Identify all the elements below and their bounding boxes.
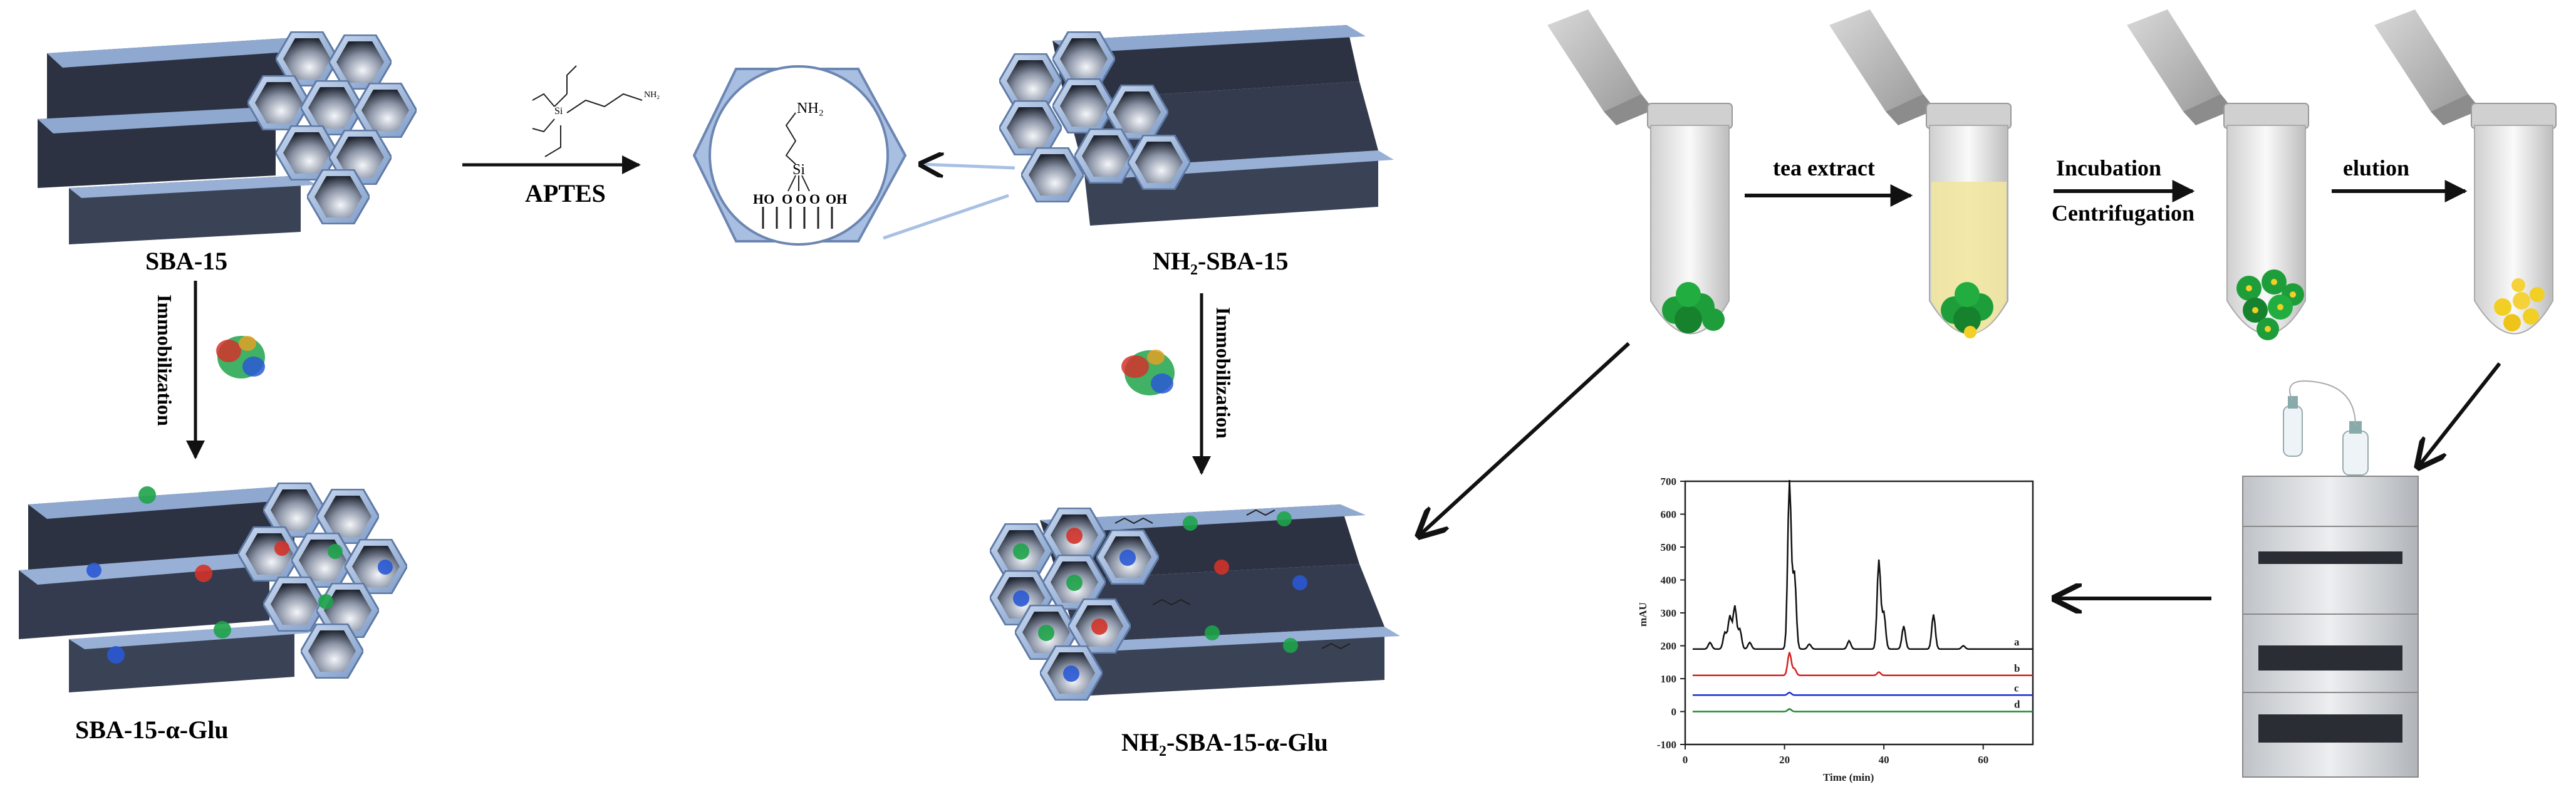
x-ticks: 0 20 40 60 (1683, 744, 1988, 766)
trace-label-d: d (2014, 699, 2020, 711)
trace-label-c: c (2014, 682, 2019, 694)
y-tick-label: 400 (1661, 575, 1677, 587)
x-tick-label: 40 (1879, 754, 1889, 766)
closeup-si: Si (792, 162, 805, 178)
label-nh2-sba15-glu: NH₂-SBA-15-α-Glu (1121, 728, 1328, 756)
chart-traces (1692, 479, 2033, 712)
chart-x-label: Time (min) (1823, 771, 1874, 783)
enzyme-icon-left (216, 336, 265, 378)
enzyme-icon-right (1121, 350, 1175, 395)
y-tick-label: 700 (1661, 476, 1677, 488)
closeup-nh2: NH₂ (797, 100, 824, 117)
y-tick-label: 600 (1661, 509, 1677, 521)
nh2-sba15-glu-block (990, 504, 1400, 701)
hplc-instrument-icon (2242, 380, 2419, 778)
trace-c (1692, 691, 2033, 696)
label-sba15: SBA-15 (145, 247, 227, 275)
y-tick-label: -100 (1657, 739, 1676, 751)
aptes-molecule (532, 65, 643, 157)
label-aptes: APTES (525, 179, 606, 207)
tube-3 (2127, 9, 2309, 340)
sba15-block (38, 31, 417, 244)
label-nh2-sba15: NH₂-SBA-15 (1153, 247, 1288, 275)
tube-1 (1547, 9, 1733, 335)
closeup-o1: O (782, 191, 792, 207)
label-incubation: Incubation (2056, 155, 2161, 180)
x-tick-label: 0 (1683, 754, 1688, 766)
pore-closeup (692, 65, 907, 246)
zoom-line-1 (921, 164, 1015, 168)
aptes-nh2: NH₂ (644, 90, 660, 100)
closeup-oh: OH (826, 191, 847, 207)
trace-d (1692, 707, 2033, 712)
arrow-to-hplc (2418, 362, 2501, 467)
closeup-o3: O (809, 191, 820, 207)
x-tick-label: 60 (1978, 754, 1988, 766)
nh2-sba15-block (999, 25, 1394, 226)
trace-labels: a bcd (2014, 636, 2020, 711)
label-tea-extract: tea extract (1773, 155, 1875, 180)
label-immobilization-right: Immobilization (1212, 307, 1235, 439)
label-centrifugation: Centrifugation (2052, 201, 2194, 226)
y-ticks: -100 0 100 200 300 400 500 600 700 (1657, 476, 1685, 751)
tube-4 (2374, 9, 2557, 335)
chart-frame (1684, 480, 2034, 746)
y-tick-label: 100 (1661, 673, 1677, 685)
zoom-line-2 (883, 194, 1009, 240)
y-tick-label: 200 (1661, 640, 1677, 652)
y-tick-label: 500 (1661, 541, 1677, 553)
sba15-glu-block (19, 483, 407, 692)
y-tick-label: 0 (1671, 706, 1677, 718)
chart-y-label: mAU (1637, 602, 1649, 627)
trace-label-b: b (2014, 662, 2020, 674)
trace-b (1692, 652, 2033, 677)
arrow-to-enzyme-block (1419, 342, 1631, 536)
label-immobilization-left: Immobilization (153, 295, 176, 426)
x-tick-label: 20 (1779, 754, 1790, 766)
tube-2 (1829, 9, 2012, 338)
label-sba15-glu: SBA-15-α-Glu (75, 716, 229, 744)
trace-a (1692, 479, 2033, 650)
label-elution: elution (2343, 155, 2409, 180)
trace-label-a: a (2014, 636, 2020, 648)
aptes-si: Si (554, 106, 563, 117)
closeup-o2: O (796, 191, 806, 207)
y-tick-label: 300 (1661, 607, 1677, 619)
closeup-ho: HO (753, 191, 774, 207)
